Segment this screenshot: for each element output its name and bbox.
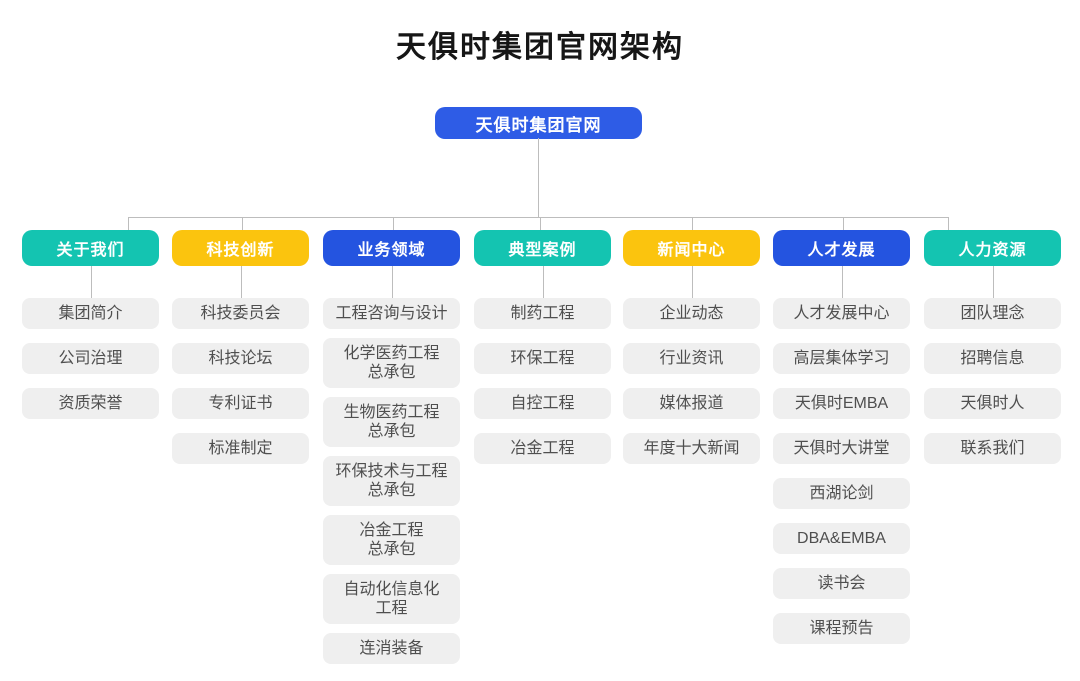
branch-header-typical-cases: 典型案例	[474, 230, 611, 266]
connector-branch-stub-6	[842, 266, 843, 298]
root-node: 天俱时集团官网	[435, 107, 642, 139]
connector-branch-stub-4	[543, 266, 544, 298]
connector-branch-stub-2	[241, 266, 242, 298]
node-business-areas-1: 工程咨询与设计	[323, 298, 460, 329]
branch-header-news-center: 新闻中心	[623, 230, 760, 266]
node-typical-cases-1: 制药工程	[474, 298, 611, 329]
node-talent-development-5: 西湖论剑	[773, 478, 910, 509]
node-typical-cases-3: 自控工程	[474, 388, 611, 419]
connector-drop-6	[843, 217, 844, 230]
node-talent-development-3: 天俱时EMBA	[773, 388, 910, 419]
branch-business-areas: 业务领域工程咨询与设计化学医药工程 总承包生物医药工程 总承包环保技术与工程 总…	[323, 230, 460, 664]
node-about-us-2: 公司治理	[22, 343, 159, 374]
branch-header-human-resources: 人力资源	[924, 230, 1061, 266]
connector-branch-stub-3	[392, 266, 393, 298]
branch-items-talent-development: 人才发展中心高层集体学习天俱时EMBA 天俱时大讲堂西湖论剑 DBA&EMBA 读书会…	[773, 298, 910, 644]
root-node-label: 天俱时集团官网	[475, 115, 602, 135]
node-news-center-4: 年度十大新闻	[623, 433, 760, 464]
branch-header-business-areas: 业务领域	[323, 230, 460, 266]
branch-header-talent-development: 人才发展	[773, 230, 910, 266]
node-talent-development-8: 课程预告	[773, 613, 910, 644]
branch-items-business-areas: 工程咨询与设计化学医药工程 总承包生物医药工程 总承包环保技术与工程 总承包冶金…	[323, 298, 460, 664]
branch-human-resources: 人力资源团队理念招聘信息天俱时人联系我们	[924, 230, 1061, 464]
node-talent-development-6: DBA&EMBA	[773, 523, 910, 554]
connector-drop-7	[948, 217, 949, 230]
branch-about-us: 关于我们集团简介公司治理资质荣誉	[22, 230, 159, 419]
branch-items-about-us: 集团简介公司治理资质荣誉	[22, 298, 159, 419]
node-typical-cases-4: 冶金工程	[474, 433, 611, 464]
connector-drop-3	[393, 217, 394, 230]
node-business-areas-6: 自动化信息化 工程	[323, 574, 460, 624]
node-talent-development-2: 高层集体学习	[773, 343, 910, 374]
node-business-areas-3: 生物医药工程 总承包	[323, 397, 460, 447]
node-human-resources-4: 联系我们	[924, 433, 1061, 464]
connector-branch-stub-5	[692, 266, 693, 298]
connector-branch-stub-1	[91, 266, 92, 298]
page-title: 天俱时集团官网架构	[396, 31, 684, 64]
node-tech-innovation-2: 科技论坛	[172, 343, 309, 374]
branch-items-typical-cases: 制药工程环保工程自控工程冶金工程	[474, 298, 611, 464]
node-about-us-3: 资质荣誉	[22, 388, 159, 419]
node-human-resources-3: 天俱时人	[924, 388, 1061, 419]
node-news-center-3: 媒体报道	[623, 388, 760, 419]
node-human-resources-2: 招聘信息	[924, 343, 1061, 374]
connector-bus	[128, 217, 949, 218]
node-tech-innovation-4: 标准制定	[172, 433, 309, 464]
node-typical-cases-2: 环保工程	[474, 343, 611, 374]
node-talent-development-4: 天俱时大讲堂	[773, 433, 910, 464]
branch-tech-innovation: 科技创新科技委员会科技论坛专利证书标准制定	[172, 230, 309, 464]
branch-items-human-resources: 团队理念招聘信息天俱时人联系我们	[924, 298, 1061, 464]
node-tech-innovation-3: 专利证书	[172, 388, 309, 419]
node-news-center-2: 行业资讯	[623, 343, 760, 374]
node-business-areas-4: 环保技术与工程 总承包	[323, 456, 460, 506]
branch-talent-development: 人才发展人才发展中心高层集体学习天俱时EMBA 天俱时大讲堂西湖论剑 DBA&EMB…	[773, 230, 910, 644]
connector-branch-stub-7	[993, 266, 994, 298]
node-business-areas-5: 冶金工程 总承包	[323, 515, 460, 565]
branch-items-tech-innovation: 科技委员会科技论坛专利证书标准制定	[172, 298, 309, 464]
node-human-resources-1: 团队理念	[924, 298, 1061, 329]
branch-header-tech-innovation: 科技创新	[172, 230, 309, 266]
branch-items-news-center: 企业动态行业资讯媒体报道年度十大新闻	[623, 298, 760, 464]
connector-root-stem	[538, 138, 539, 217]
node-about-us-1: 集团简介	[22, 298, 159, 329]
connector-drop-2	[242, 217, 243, 230]
node-news-center-1: 企业动态	[623, 298, 760, 329]
connector-drop-1	[128, 217, 129, 230]
node-talent-development-1: 人才发展中心	[773, 298, 910, 329]
connector-drop-4	[540, 217, 541, 230]
branch-header-about-us: 关于我们	[22, 230, 159, 266]
node-talent-development-7: 读书会	[773, 568, 910, 599]
node-business-areas-7: 连消装备	[323, 633, 460, 664]
node-business-areas-2: 化学医药工程 总承包	[323, 338, 460, 388]
connector-drop-5	[692, 217, 693, 230]
node-tech-innovation-1: 科技委员会	[172, 298, 309, 329]
branch-typical-cases: 典型案例制药工程环保工程自控工程冶金工程	[474, 230, 611, 464]
branch-news-center: 新闻中心企业动态行业资讯媒体报道年度十大新闻	[623, 230, 760, 464]
